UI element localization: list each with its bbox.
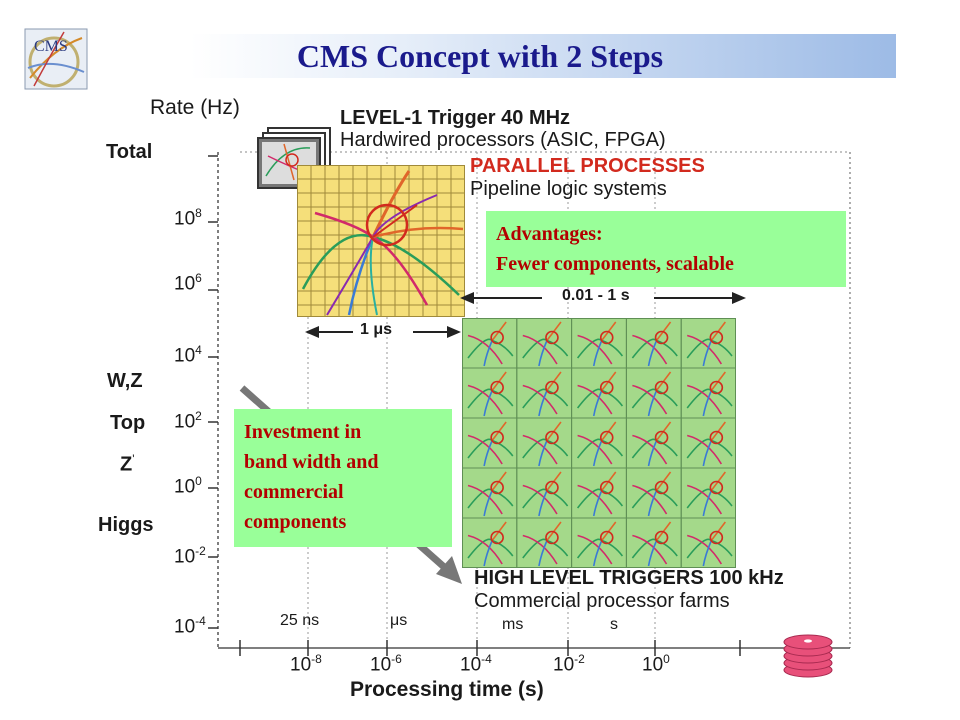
x-unit-s: s [610, 616, 618, 633]
slide-title: CMS Concept with 2 Steps [296, 38, 664, 74]
y-tick-base: 10 [174, 546, 196, 568]
level1-subtitle: Hardwired processors (ASIC, FPGA) [340, 129, 666, 151]
hlt-time-span: 0.01 - 1 s [562, 287, 630, 304]
advantages-line2: Fewer components, scalable [496, 253, 734, 275]
title-bar [190, 34, 896, 78]
y-tick-base: 10 [174, 616, 196, 638]
label-total: Total [106, 141, 153, 163]
y-tick-base: 10 [174, 208, 196, 230]
advantages-box: Advantages: Fewer components, scalable [486, 211, 846, 287]
y-tick: 102 [174, 409, 202, 433]
x-tick: 10-4 [460, 652, 492, 676]
x-tick: 10-6 [370, 652, 402, 676]
investment-line4: components [244, 511, 347, 533]
y-tick-exp: 0 [195, 474, 202, 488]
y-tick: 106 [174, 271, 202, 295]
y-tick: 10-2 [174, 544, 206, 568]
x-tick-exp: -6 [391, 652, 402, 666]
parallel-processes: PARALLEL PROCESSES [470, 155, 705, 177]
x-tick-base: 10 [553, 654, 575, 676]
farm-cell [625, 467, 682, 519]
y-tick-base: 10 [174, 411, 196, 433]
level1-time-span: 1 μs [360, 321, 393, 338]
y-tick-exp: 8 [195, 206, 202, 220]
label-top: Top [110, 412, 146, 434]
pipeline-logic: Pipeline logic systems [470, 178, 667, 200]
y-tick-base: 10 [174, 476, 196, 498]
farm-cell [516, 467, 573, 519]
level1-title: LEVEL-1 Trigger 40 MHz [340, 107, 571, 129]
y-tick: 108 [174, 206, 202, 230]
investment-box: Investment in band width and commercial … [234, 409, 452, 547]
hlt-farm-grid [462, 318, 736, 568]
x-unit-us: μs [390, 612, 408, 629]
y-tick-exp: 2 [195, 409, 202, 423]
y-tick-exp: 4 [195, 343, 202, 357]
x-axis-label: Processing time (s) [350, 678, 544, 701]
label-wz: W,Z [107, 370, 143, 392]
x-unit-ms: ms [502, 616, 524, 633]
y-tick-exp: 6 [195, 271, 202, 285]
hlt-title: HIGH LEVEL TRIGGERS 100 kHz [474, 567, 784, 589]
label-zprime: Z' [120, 452, 135, 477]
hlt-time-arrow [460, 292, 746, 304]
x-tick: 100 [642, 652, 670, 676]
x-tick-exp: -8 [311, 652, 322, 666]
x-tick-exp: -4 [481, 652, 492, 666]
level1-grid [297, 165, 465, 317]
x-tick: 10-2 [553, 652, 585, 676]
farm-cell [625, 318, 682, 369]
farm-cell [516, 318, 573, 369]
y-tick: 100 [174, 474, 202, 498]
x-tick-base: 10 [290, 654, 312, 676]
level1-time-arrow [305, 326, 461, 338]
farm-cell [625, 417, 682, 469]
y-tick: 10-4 [174, 614, 206, 638]
investment-line2: band width and [244, 451, 379, 473]
investment-line3: commercial [244, 481, 344, 503]
label-higgs: Higgs [98, 514, 154, 536]
y-tick-base: 10 [174, 273, 196, 295]
x-unit-ns: 25 ns [280, 612, 320, 629]
label-zprime-text: Z [120, 453, 133, 476]
farm-cell [625, 517, 682, 568]
y-tick-base: 10 [174, 345, 196, 367]
x-tick-exp: -2 [574, 652, 585, 666]
x-tick-base: 10 [370, 654, 392, 676]
cms-logo-text: CMS [34, 38, 68, 55]
hlt-subtitle: Commercial processor farms [474, 590, 730, 612]
advantages-line1: Advantages: [496, 223, 603, 245]
cms-logo-icon: CMS [24, 28, 88, 90]
farm-cell [516, 367, 573, 419]
x-tick-exp: 0 [663, 652, 670, 666]
y-tick-exp: -4 [195, 614, 206, 628]
y-axis-label: Rate (Hz) [150, 96, 240, 119]
farm-cell [462, 517, 518, 568]
y-tick: 104 [174, 343, 202, 367]
label-zprime-mark: ' [132, 452, 135, 466]
x-tick-base: 10 [642, 654, 664, 676]
investment-line1: Investment in [244, 421, 362, 443]
x-tick: 10-8 [290, 652, 322, 676]
x-tick-base: 10 [460, 654, 482, 676]
disk-stack-icon [783, 634, 833, 678]
y-tick-exp: -2 [195, 544, 206, 558]
farm-cell [571, 517, 627, 568]
